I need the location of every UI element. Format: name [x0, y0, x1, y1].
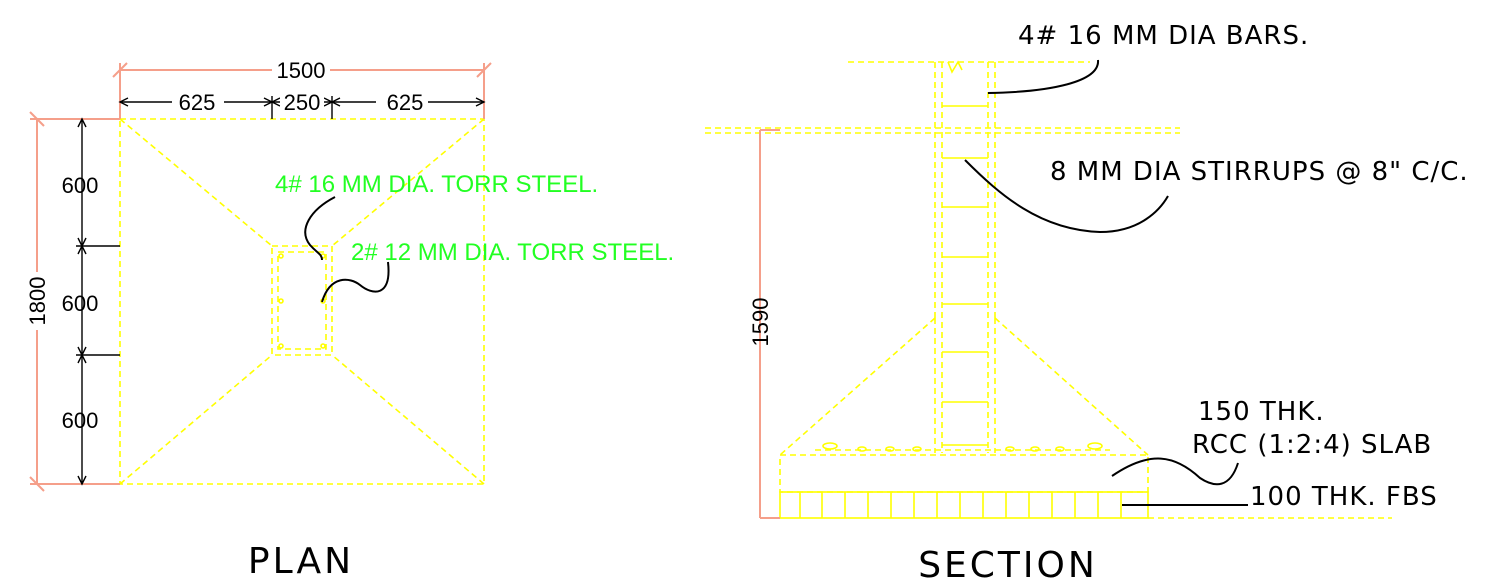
plan-slope-line [119, 354, 273, 485]
plan-dim-row3: 600 [62, 408, 99, 433]
plan-dim-row2: 600 [62, 291, 99, 316]
section-label-stirrups: 8 MM DIA STIRRUPS @ 8" C/C. [1050, 157, 1469, 187]
plan-dim-left: 625 [179, 90, 216, 115]
plan-dim-center: 250 [284, 90, 321, 115]
section-brick-joints [799, 492, 1122, 518]
plan-leader-extra-bars [321, 261, 390, 303]
plan-bar [320, 343, 326, 349]
section-rcc-slab [779, 454, 1149, 493]
plan-dim-total-height: 1800 [25, 277, 50, 326]
section-footing-slope [779, 317, 936, 456]
plan-dim-text-mask [172, 88, 224, 108]
plan-label-main-bars: 4# 16 MM DIA. TORR STEEL. [275, 171, 598, 198]
plan-bar [278, 253, 284, 259]
plan-footing-outline [119, 118, 485, 485]
section-label-slab-line2: RCC (1:2:4) SLAB [1192, 430, 1432, 460]
section-leader-slab [1111, 457, 1239, 486]
plan-dim-arrow [77, 244, 87, 255]
plan-dim-row1: 600 [62, 173, 99, 198]
plan-slope-line [331, 354, 485, 485]
section-title: SECTION [918, 545, 1098, 585]
plan-slope-line [119, 118, 273, 247]
plan-column [271, 245, 333, 356]
plan-dim-right: 625 [387, 90, 424, 115]
section-footing-slope [994, 317, 1149, 456]
plan-column-cage [277, 251, 327, 350]
section-leader-bars [987, 59, 1100, 94]
section-leader-stirrups [964, 159, 1169, 234]
section-label-bars: 4# 16 MM DIA BARS. [1018, 21, 1309, 51]
plan-dim-arrow [270, 97, 281, 107]
section-fbs-layer [779, 491, 1149, 519]
plan-view: 1500 625 250 625 1800 600 [24, 58, 674, 582]
plan-label-extra-bars: 2# 12 MM DIA. TORR STEEL. [351, 239, 674, 266]
plan-bar [278, 343, 284, 349]
plan-dim-text-mask [376, 88, 428, 108]
plan-dim-arrow [330, 97, 341, 107]
plan-dim-arrow [118, 97, 129, 107]
plan-dim-arrow [475, 97, 486, 107]
section-stirrups [942, 105, 988, 446]
plan-title: PLAN [248, 541, 354, 582]
plan-dim-text-mask [280, 88, 324, 108]
section-break-symbol [947, 60, 963, 74]
plan-slope-line [331, 118, 485, 247]
plan-dim-arrow [77, 475, 87, 486]
plan-dim-text-mask [24, 272, 50, 330]
section-slab-bars [815, 442, 1110, 452]
plan-dim-arrow [77, 117, 87, 128]
plan-bar [278, 298, 284, 304]
plan-dim-total-width: 1500 [277, 58, 326, 83]
plan-dim-text-mask [272, 58, 330, 80]
section-view: 1590 4# 16 MM DIA BARS. 8 MM DIA STIRRUP… [705, 21, 1469, 585]
plan-leader-main-bars [304, 196, 336, 261]
section-dim-height: 1590 [748, 298, 773, 347]
section-label-slab-line1: 150 THK. [1198, 397, 1325, 427]
section-label-fbs: 100 THK. FBS [1250, 482, 1438, 512]
plan-dim-arrow [77, 353, 87, 364]
